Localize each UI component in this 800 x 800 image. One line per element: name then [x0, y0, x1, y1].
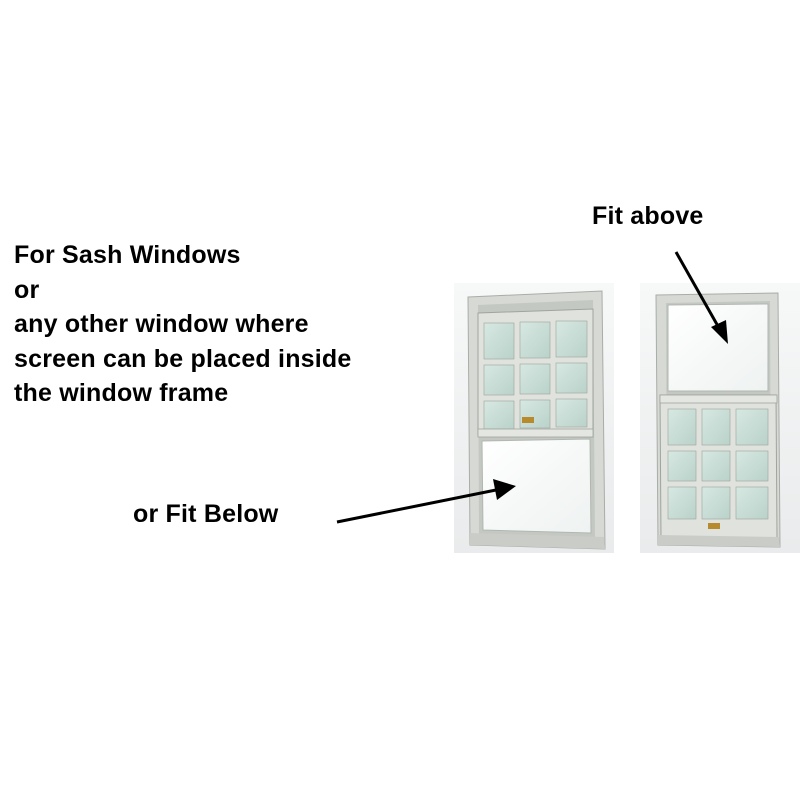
intro-line-5: the window frame [14, 379, 229, 407]
intro-line-1: For Sash Windows [14, 241, 241, 269]
sash-window-lower-open [454, 283, 614, 553]
intro-line-4: screen can be placed inside [14, 344, 352, 373]
intro-text: For Sash Windows or any other window whe… [14, 238, 434, 411]
intro-line-3: any other window where [14, 310, 309, 338]
sash-window-upper-open [640, 283, 800, 553]
intro-line-2: or [14, 275, 40, 304]
fit-above-label: Fit above [592, 202, 704, 230]
fit-below-label: or Fit Below [133, 500, 279, 528]
